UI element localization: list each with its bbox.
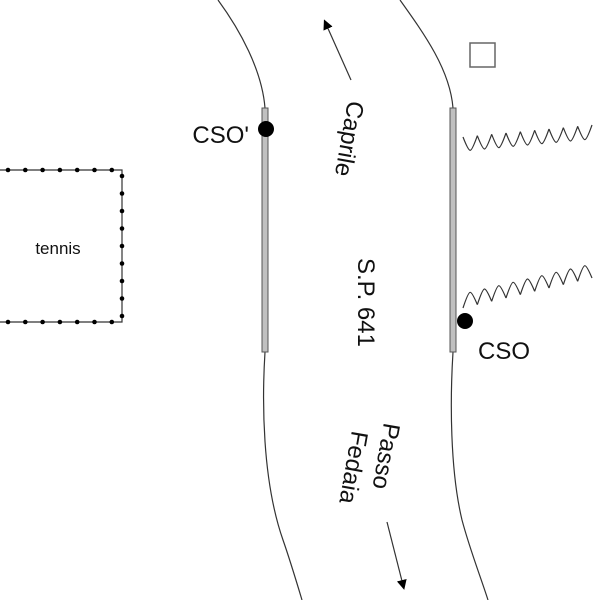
fence-post (119, 296, 125, 301)
cso-left-marker (258, 121, 274, 137)
cso-left-label: CSO' (192, 122, 249, 149)
cso-right-marker (457, 313, 473, 329)
passo-label: Passo (367, 421, 405, 491)
fence-post (119, 243, 125, 249)
cso-right-label: CSO (478, 338, 530, 365)
fence-post (23, 167, 28, 173)
fence-post (92, 319, 97, 325)
fence-post (74, 167, 80, 173)
vegetation-squiggle (462, 265, 593, 309)
vegetation-upper (462, 124, 593, 151)
fence-post (119, 261, 125, 266)
fence-post (109, 319, 115, 325)
road-edge-left (217, 0, 303, 600)
fence-post (57, 167, 63, 173)
tennis-fence-posts (5, 167, 125, 325)
vegetation-squiggle (462, 124, 593, 151)
fence-post (40, 319, 45, 325)
fence-post (119, 226, 125, 231)
tennis-court: tennis (0, 167, 125, 325)
fence-post (119, 278, 125, 284)
vegetation-lower (462, 265, 593, 309)
tennis-label: tennis (35, 239, 80, 258)
road-name-label: S.P. 641 (352, 258, 379, 347)
fedaia-label: Fedaia (333, 429, 372, 507)
road-edge-right (399, 0, 489, 600)
guardrail-right (449, 107, 457, 353)
small-building-square (469, 42, 496, 68)
fence-post (119, 313, 125, 319)
fence-post (5, 167, 11, 173)
fence-post (92, 167, 97, 173)
fence-post (74, 319, 80, 325)
fence-post (119, 208, 125, 214)
fence-post (40, 167, 45, 173)
guardrail-left (261, 107, 269, 353)
fence-post (57, 319, 63, 325)
fence-post (5, 319, 11, 325)
arrow-fedaia (386, 521, 407, 590)
caprile-label: Caprile (329, 99, 369, 179)
fence-post (119, 191, 125, 196)
fence-post (23, 319, 28, 325)
fence-post (119, 173, 125, 179)
arrow-caprile (323, 19, 352, 81)
fence-post (109, 167, 115, 173)
